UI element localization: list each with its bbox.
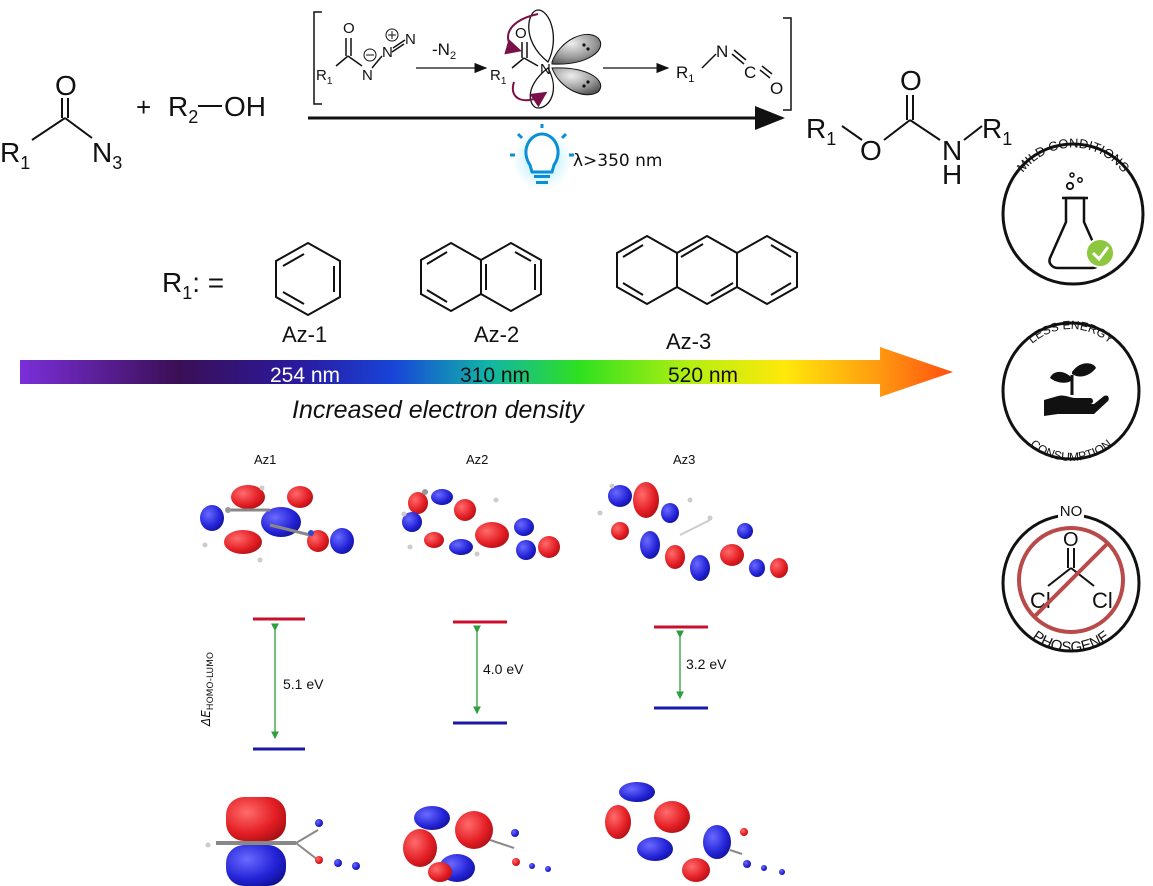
anthracene-structure [616,234,798,306]
acyl-azide-reactant: O R1 N3 [0,70,122,173]
az1-orbital-title: Az1 [254,452,276,467]
svg-text:H: H [942,159,962,190]
svg-text:Cl: Cl [1092,588,1113,613]
plus-sign: + [136,92,151,122]
no-label: NO [1060,503,1083,520]
az3-energy-levels [654,625,708,710]
naphthalene-structure [420,241,542,313]
az1-energy-levels [253,617,305,751]
benzene-structure [275,241,341,317]
az1-homo-orbital [205,797,360,886]
az2-homo-orbital [403,806,551,882]
mechanism-bracket: O R1 N N N -N2 O R1 [313,9,792,111]
svg-text:R1: R1 [490,67,507,87]
az2-lumo-orbital [401,489,560,560]
prohibition-slash [1032,541,1110,619]
az3-orbital-title: Az3 [673,452,695,467]
svg-text:R1: R1 [676,63,694,85]
az3-name-label: Az-3 [666,329,711,354]
no-phosgene-badge: NO PHOSGENE O Cl Cl [1001,502,1141,656]
az2-energy-levels [453,620,507,725]
svg-text:R2: R2 [168,91,198,127]
svg-text:R1: R1 [316,67,333,87]
r1-definition-label: R1: = [162,267,224,303]
az1-lumo-orbital [200,485,354,563]
svg-text:O: O [770,79,783,98]
az2-name-label: Az-2 [474,322,519,347]
mild-conditions-badge: MILD CONDITIONS [1001,136,1145,286]
r1-label: R1 [0,137,30,173]
acyl-nitrene-intermediate: O R1 N [490,9,602,109]
svg-text:OH: OH [224,91,266,122]
az1-name-label: Az-1 [282,322,327,347]
svg-text:N: N [716,42,728,61]
az3-homo-orbital [605,782,785,882]
wavelength-310-label: 310 nm [460,364,530,387]
less-energy-badge: LESS ENERGY CONSUMPTION [1001,318,1141,464]
svg-text:N: N [942,135,962,166]
flask-icon [1048,172,1115,270]
az3-lumo-orbital [597,482,788,581]
az2-orbital-title: Az2 [466,452,488,467]
svg-text:R1: R1 [982,113,1012,149]
svg-text:O: O [900,65,922,96]
svg-text:N: N [382,44,393,61]
electron-density-caption: Increased electron density [292,396,585,424]
minus-n2-label: -N2 [432,40,456,62]
delta-e-axis-label: ΔEHOMO-LUMO [199,652,216,727]
svg-text:C: C [744,63,756,82]
plant-in-hand-icon [1044,363,1109,416]
wavelength-254-label: 254 nm [270,364,340,387]
light-bulb-icon [510,124,574,190]
svg-text:O: O [515,25,527,42]
az3-gap-value: 3.2 eV [686,656,727,672]
svg-text:O: O [860,135,882,166]
isocyanate-product: R1 N C O [676,42,783,98]
svg-text:N: N [362,67,373,84]
az1-gap-value: 5.1 eV [283,676,324,692]
svg-text:N: N [405,31,416,48]
svg-text:R1: R1 [806,113,836,149]
svg-text:O: O [1063,529,1079,551]
alcohol-reactant: R2 OH [168,91,266,127]
bracket-acyl-azide: O R1 N N N [316,20,416,87]
carbamate-product: R1 O O N H R1 [806,65,1012,190]
svg-text:O: O [343,20,355,37]
az2-gap-value: 4.0 eV [483,661,524,677]
electron-density-spectrum-arrow [20,347,953,397]
amide-o-label: O [55,70,77,101]
wavelength-condition: λ>350 nm [573,151,663,171]
wavelength-520-label: 520 nm [668,364,738,387]
n3-label: N3 [92,137,122,173]
svg-text:N: N [540,61,551,78]
